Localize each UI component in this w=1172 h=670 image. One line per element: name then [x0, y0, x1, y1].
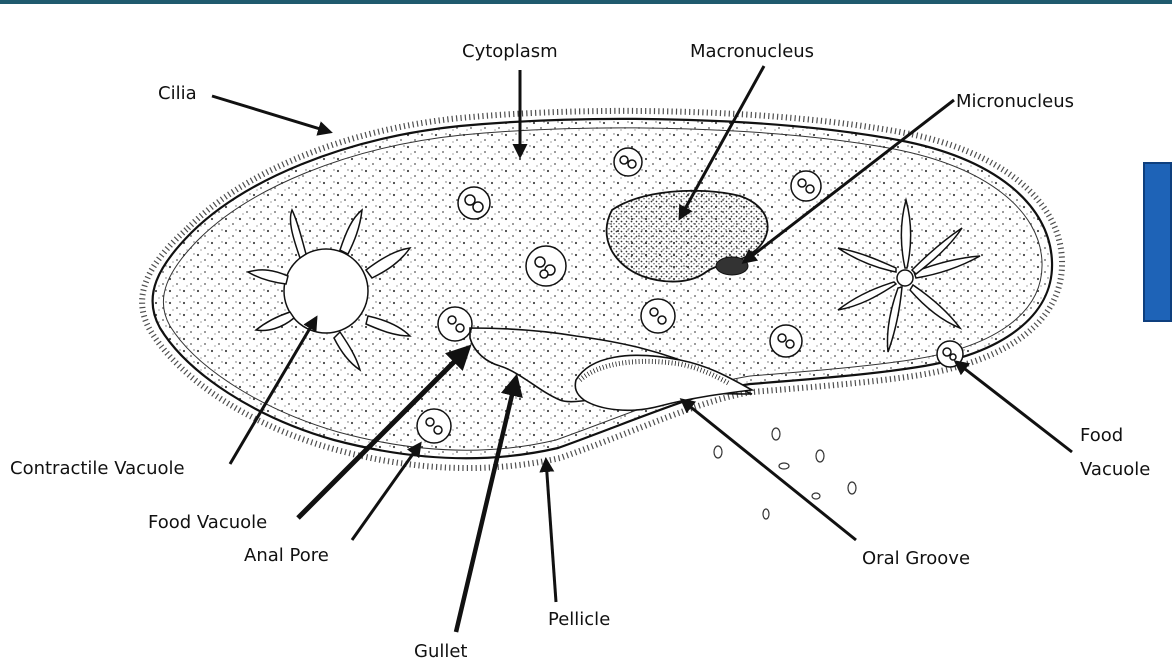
label-micronucleus: Micronucleus [956, 90, 1074, 114]
arrow-cilia [212, 96, 330, 132]
label-cytoplasm: Cytoplasm [462, 40, 558, 64]
label-macronucleus: Macronucleus [690, 40, 814, 64]
label-gullet: Gullet [414, 640, 468, 664]
label-oral-groove: Oral Groove [862, 547, 970, 571]
arrow-oral-groove [682, 400, 856, 540]
arrow-food-vacuole-right [956, 362, 1072, 452]
label-food-vacuole-right-line2: Vacuole [1080, 458, 1150, 482]
label-contractile-vacuole: Contractile Vacuole [10, 457, 185, 481]
arrow-pellicle [546, 460, 556, 602]
label-cilia: Cilia [158, 82, 197, 106]
label-food-vacuole-right-line1: Food [1080, 424, 1123, 448]
label-pellicle: Pellicle [548, 608, 610, 632]
label-anal-pore: Anal Pore [244, 544, 329, 568]
micronucleus [716, 257, 748, 275]
label-food-vacuole-left: Food Vacuole [148, 511, 267, 535]
